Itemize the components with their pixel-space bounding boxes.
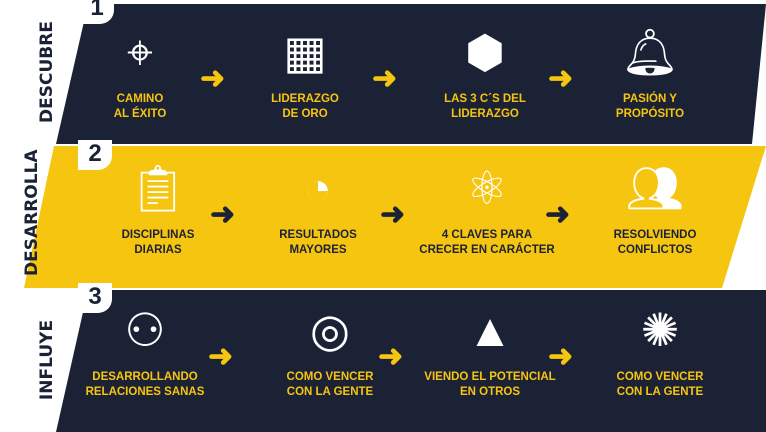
step-label: RESOLVIENDO CONFLICTOS [580,228,730,258]
section-influye [56,290,766,432]
step-label: DISCIPLINAS DIARIAS [83,228,233,258]
step-label: CAMINO AL ÉXITO [65,92,215,122]
section-number-1: 1 [80,0,114,24]
step-label-line: RESOLVIENDO [613,229,697,241]
section-number-3: 3 [78,283,112,313]
map-pin-icon: ⌖ [127,26,153,78]
step-item: ✺ COMO VENCER CON LA GENTE [585,300,735,400]
arrow-right-icon: ➜ [548,340,574,373]
network-icon: ✺ [640,304,680,356]
arrow-right-icon: ➜ [378,340,404,373]
atom-head-icon: ⚛ [466,162,508,214]
arrow-right-icon: ➜ [545,198,571,231]
step-label: DESARROLLANDO RELACIONES SANAS [70,370,220,400]
step-item: ◎ COMO VENCER CON LA GENTE [255,300,405,400]
mountain-telescope-icon: ▲ [467,304,513,356]
target-person-icon: ◎ [309,304,351,356]
step-label-line: LAS 3 C´S DEL [444,93,526,105]
step-label-line: COMO VENCER [286,371,374,383]
step-label-line: CONFLICTOS [617,244,693,256]
step-label: COMO VENCER CON LA GENTE [585,370,735,400]
arrow-right-icon: ➜ [548,62,574,95]
step-label: PASIÓN Y PROPÓSITO [575,92,725,122]
alarm-bell-icon: 🔔︎ [620,26,680,78]
step-label-line: PROPÓSITO [615,108,685,120]
gold-bars-icon: ▦ [283,26,327,78]
step-item: ⚇ DESARROLLANDO RELACIONES SANAS [70,300,220,400]
arrow-right-icon: ➜ [210,198,236,231]
step-label-line: RESULTADOS [279,229,357,241]
arrow-right-icon: ➜ [380,198,406,231]
step-label-line: PASIÓN Y [623,93,677,105]
step-label-line: MAYORES [289,244,347,256]
speedometer-icon: ◔ [304,162,332,214]
c-hexagon-icon: ⬢ [464,26,506,78]
section-desarrolla [24,146,766,288]
step-label-line: EN OTROS [459,386,521,398]
step-label-line: CON LA GENTE [286,386,374,398]
step-label-line: LIDERAZGO [451,108,519,120]
section-title-descubre: DESCUBRE [37,21,57,123]
step-label-line: CAMINO [116,93,164,105]
strategy-clipboard-icon: 📋︎ [128,162,188,214]
step-label-line: DIARIAS [134,244,182,256]
section-descubre [56,4,766,144]
step-label-line: CRECER EN CARÁCTER [419,244,555,256]
step-label: VIENDO EL POTENCIAL EN OTROS [415,370,565,400]
step-label-line: DE ORO [282,108,328,120]
section-title-influye: INFLUYE [37,319,57,401]
arrow-right-icon: ➜ [208,340,234,373]
arrow-right-icon: ➜ [200,62,226,95]
step-label-line: DISCIPLINAS [121,229,195,241]
section-title-desarrolla: DESARROLLA [22,149,42,276]
step-item: ◔ RESULTADOS MAYORES [243,158,393,258]
step-label: LIDERAZGO DE ORO [230,92,380,122]
step-label: 4 CLAVES PARA CRECER EN CARÁCTER [412,228,562,258]
step-label-line: VIENDO EL POTENCIAL [424,371,556,383]
step-item: 📋︎ DISCIPLINAS DIARIAS [83,158,233,258]
step-item: 👥︎ RESOLVIENDO CONFLICTOS [580,158,730,258]
step-label-line: COMO VENCER [616,371,704,383]
step-label-line: RELACIONES SANAS [85,386,205,398]
step-item: ▦ LIDERAZGO DE ORO [230,22,380,122]
step-item: ⚛ 4 CLAVES PARA CRECER EN CARÁCTER [412,158,562,258]
arrow-right-icon: ➜ [372,62,398,95]
step-label: LAS 3 C´S DEL LIDERAZGO [410,92,560,122]
step-label-line: CON LA GENTE [616,386,704,398]
step-item: ⌖ CAMINO AL ÉXITO [65,22,215,122]
step-label-line: 4 CLAVES PARA [441,229,533,241]
people-pointing-icon: 👥︎ [625,162,685,214]
step-label-line: AL ÉXITO [113,108,167,120]
step-label: RESULTADOS MAYORES [243,228,393,258]
step-item: ⬢ LAS 3 C´S DEL LIDERAZGO [410,22,560,122]
section-number-2: 2 [78,140,112,170]
step-item: ▲ VIENDO EL POTENCIAL EN OTROS [415,300,565,400]
step-item: 🔔︎ PASIÓN Y PROPÓSITO [575,22,725,122]
group-people-icon: ⚇ [124,304,166,356]
step-label-line: LIDERAZGO [271,93,339,105]
step-label-line: DESARROLLANDO [92,371,198,383]
step-label: COMO VENCER CON LA GENTE [255,370,405,400]
